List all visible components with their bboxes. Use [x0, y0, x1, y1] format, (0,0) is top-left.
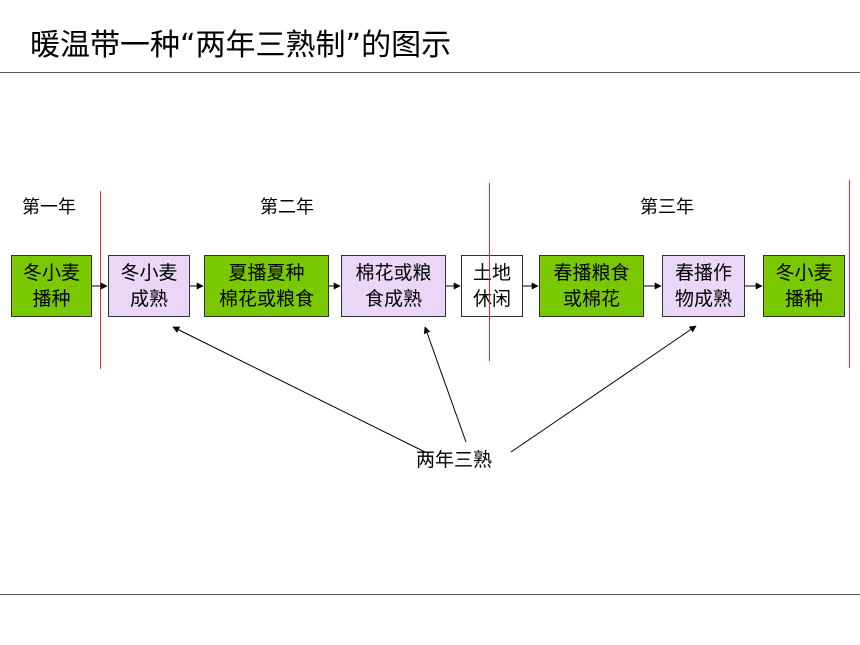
step-box-fallow: 土地 休闲: [461, 255, 523, 317]
step-box-cotton-grain-maturity: 棉花或粮 食成熟: [341, 255, 446, 317]
year-divider-2: [489, 183, 490, 361]
step-box-summer-sowing: 夏播夏种 棉花或粮食: [204, 255, 329, 317]
year-label-1: 第一年: [22, 197, 76, 218]
title-underline: [0, 72, 860, 73]
step-box-winter-wheat-sowing-2: 冬小麦 播种: [763, 255, 845, 317]
step-box-spring-crop-maturity: 春播作 物成熟: [662, 255, 745, 317]
footer-rule: [0, 594, 860, 595]
year-label-2: 第二年: [260, 197, 314, 218]
year-divider-3: [849, 180, 850, 368]
page-title: 暖温带一种“两年三熟制”的图示: [30, 28, 452, 63]
step-box-winter-wheat-sowing: 冬小麦 播种: [11, 255, 92, 317]
year-label-3: 第三年: [640, 197, 694, 218]
step-box-winter-wheat-maturity: 冬小麦 成熟: [108, 255, 190, 317]
harvest-label: 两年三熟: [416, 449, 493, 471]
harvest-arrow-3: [510, 325, 697, 453]
step-box-spring-sowing: 春播粮食 或棉花: [539, 255, 644, 317]
harvest-arrow-2: [423, 326, 467, 443]
year-divider-1: [100, 191, 101, 369]
harvest-arrow-1: [172, 326, 426, 453]
